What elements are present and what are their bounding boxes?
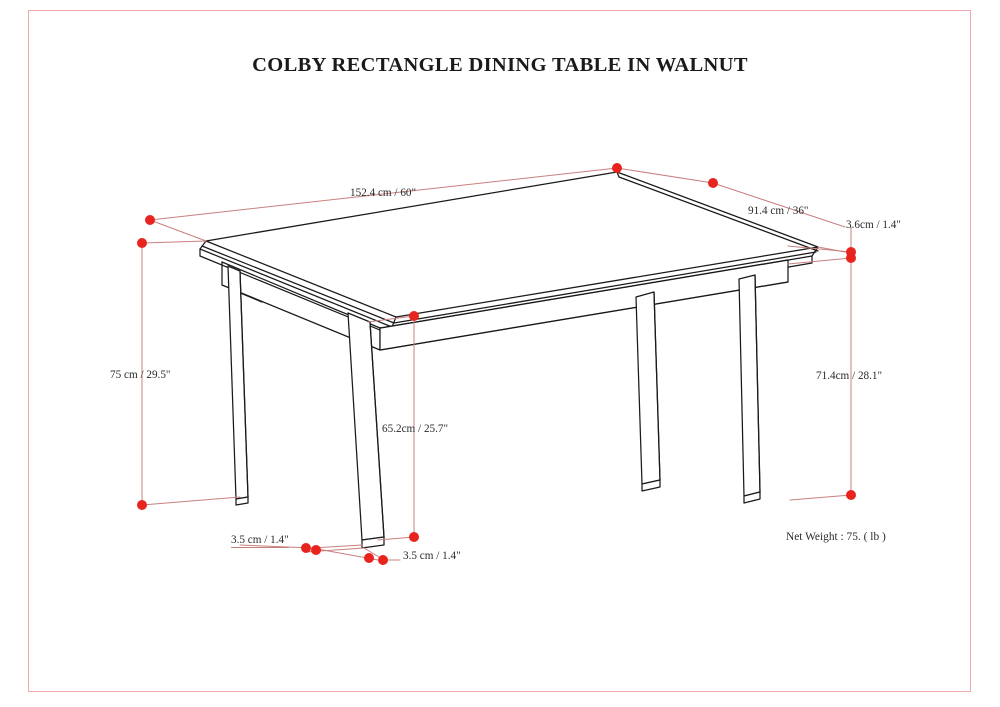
dim-label-leg-height: 71.4cm / 28.1"	[816, 370, 883, 382]
table-illustration	[199, 171, 819, 549]
dimension-endpoint-dots	[137, 163, 856, 565]
dot-width-mid	[708, 178, 718, 188]
dim-thickness-upper	[787, 245, 852, 253]
dim-label-length: 152.4 cm / 60"	[350, 187, 417, 199]
dot-thickness-bottom	[846, 253, 856, 263]
dim-label-overall-height: 75 cm / 29.5"	[110, 369, 171, 381]
tabletop-bevel-left-b	[201, 245, 395, 324]
dim-label-leg-front: 3.5 cm / 1.4"	[231, 534, 289, 548]
tabletop-bevel-right-b	[393, 251, 817, 324]
dot-length-left	[145, 215, 155, 225]
dim-clearance-top-ext	[367, 315, 415, 323]
dot-leg-side-b	[378, 555, 388, 565]
apron-back-right	[379, 259, 789, 329]
dot-clearance-top	[409, 311, 419, 321]
dim-thickness-lower	[787, 257, 852, 265]
net-weight-note: Net Weight : 75. ( lb )	[786, 531, 886, 543]
dim-clearance-bottom-ext	[377, 536, 415, 541]
tabletop-bevel-left-a	[199, 240, 397, 328]
dot-leg-height-bottom	[846, 490, 856, 500]
page-title: COLBY RECTANGLE DINING TABLE IN WALNUT	[252, 54, 748, 76]
dim-length-extension	[149, 219, 207, 242]
dot-leg-front-a	[301, 543, 311, 553]
apron-rear-rail-2	[237, 291, 263, 303]
dim-leg-front-tie	[311, 544, 363, 549]
dim-length-leader	[149, 167, 618, 221]
leg-rear-right	[635, 291, 661, 492]
leg-front-center	[347, 312, 385, 549]
dot-leg-side-a	[364, 553, 374, 563]
dot-overall-height-top	[137, 238, 147, 248]
tabletop-top-surface	[205, 171, 819, 318]
dim-label-leg-side: 3.5 cm / 1.4"	[403, 550, 461, 562]
dot-clearance-bottom	[409, 532, 419, 542]
dim-label-width: 91.4 cm / 36"	[748, 205, 809, 217]
dot-leg-front-b	[311, 545, 321, 555]
dim-leg-front-leader	[239, 544, 313, 549]
apron-front-right-bottom	[379, 281, 789, 351]
dim-label-top-thickness: 3.6cm / 1.4"	[846, 219, 901, 231]
dot-length-apex	[612, 163, 622, 173]
leg-right	[738, 274, 761, 504]
dim-label-clearance: 65.2cm / 25.7"	[382, 423, 449, 435]
tabletop-far-bevel	[616, 171, 819, 252]
leg-front-left	[227, 265, 249, 506]
dot-overall-height-bottom	[137, 500, 147, 510]
dim-overall-bottom-ext	[141, 496, 241, 506]
dim-overall-top-ext	[141, 240, 207, 244]
dim-leg-height-foot	[789, 494, 852, 501]
